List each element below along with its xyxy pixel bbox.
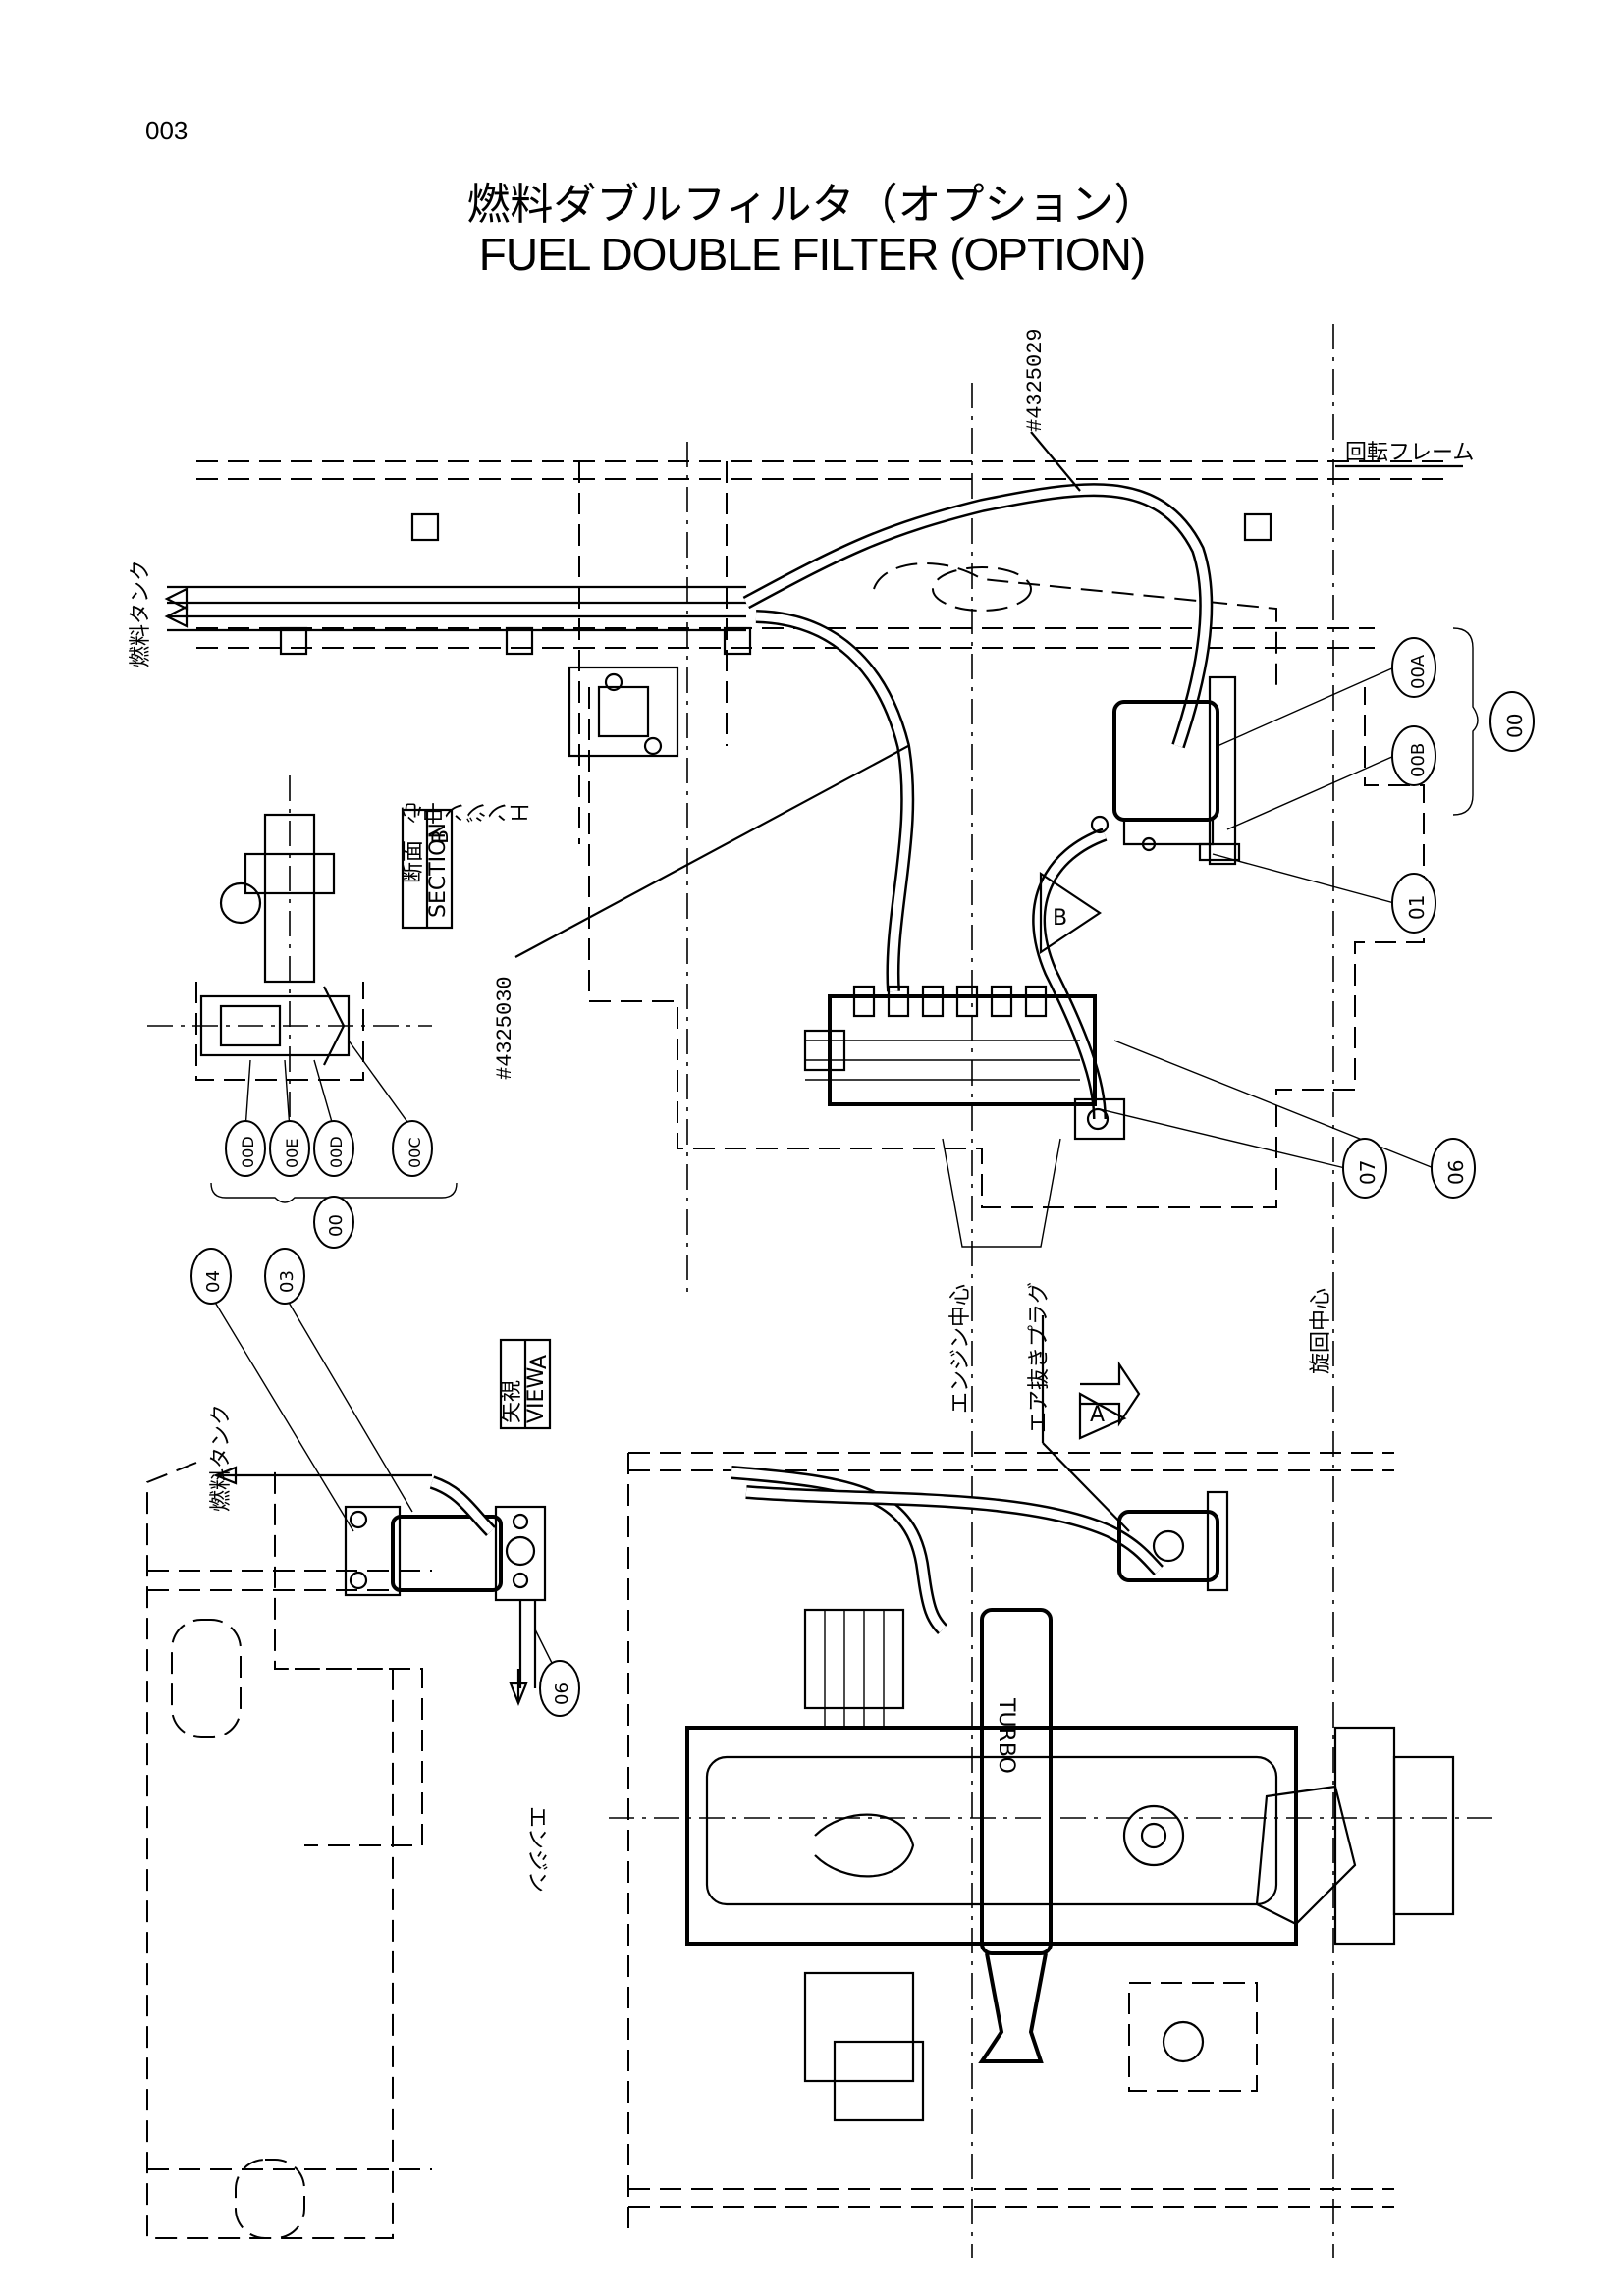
callouts-top: 00A 00B 00 01 06 07 bbox=[1099, 627, 1535, 1199]
view-a-en: VIEW bbox=[524, 1367, 549, 1423]
section-b-jp: 断面 bbox=[402, 840, 426, 883]
callouts-view-a: 04 03 06 bbox=[190, 1248, 580, 1717]
fuel-tank-left-label: 燃料タンク bbox=[129, 560, 153, 667]
section-b-detail bbox=[147, 775, 432, 1148]
callout-06-view: 06 bbox=[552, 1682, 572, 1705]
title-english: FUEL DOUBLE FILTER (OPTION) bbox=[478, 229, 1146, 280]
view-arrow-a-letter: A bbox=[1090, 1403, 1105, 1427]
frame-label: 回転フレーム bbox=[1345, 441, 1474, 465]
top-main-view: エンジン中心 回転フレーム 燃料タンク #4325029 #4325030 B … bbox=[129, 324, 1474, 1296]
callout-00a: 00A bbox=[1408, 654, 1429, 689]
callouts-section: 00D 00E 00D 00C 00 bbox=[210, 1040, 458, 1249]
engine-center-side-label: エンジン中心 bbox=[401, 799, 530, 824]
callout-00b: 00B bbox=[1408, 743, 1429, 777]
callout-01: 01 bbox=[1405, 895, 1429, 920]
callout-00c: 00C bbox=[406, 1137, 424, 1168]
section-b-letter: B bbox=[429, 829, 454, 844]
callout-00-section: 00 bbox=[326, 1214, 347, 1237]
section-b-en: SECTION bbox=[426, 823, 451, 918]
callout-00d-1: 00D bbox=[239, 1136, 257, 1168]
callout-06: 06 bbox=[1444, 1160, 1468, 1185]
callout-03: 03 bbox=[277, 1270, 298, 1293]
hose-part-number-upper: #4325029 bbox=[1023, 328, 1048, 432]
bottom-main-view: TURBO エンジン中心 エア抜きプラグ 旋回中心 A bbox=[609, 1282, 1492, 2258]
fuel-tank-view-label: 燃料タンク bbox=[209, 1404, 234, 1512]
view-arrow-b-letter: B bbox=[1053, 906, 1067, 931]
callout-00d-2: 00D bbox=[327, 1136, 346, 1168]
air-bleed-plug-label: エア抜きプラグ bbox=[1027, 1282, 1052, 1433]
view-a-letter: A bbox=[527, 1355, 552, 1369]
hose-part-number-lower: #4325030 bbox=[493, 976, 517, 1080]
view-a-detail: 燃料タンク エンジン 矢視 VIEW A bbox=[146, 1338, 552, 2239]
callout-07: 07 bbox=[1356, 1160, 1380, 1185]
engine-center-top-label: エンジン中心 bbox=[948, 1284, 973, 1414]
title-japanese: 燃料ダブルフィルタ（オプション） bbox=[466, 180, 1158, 230]
turbo-label: TURBO bbox=[994, 1697, 1018, 1774]
callout-00-main: 00 bbox=[1503, 714, 1527, 738]
view-a-jp: 矢視 bbox=[500, 1380, 524, 1423]
callout-00e: 00E bbox=[283, 1139, 301, 1168]
callout-04: 04 bbox=[203, 1270, 224, 1293]
swing-center-label: 旋回中心 bbox=[1309, 1288, 1333, 1374]
page-number: 003 bbox=[145, 116, 189, 145]
engine-dir-label: エンジン bbox=[524, 1806, 549, 1893]
